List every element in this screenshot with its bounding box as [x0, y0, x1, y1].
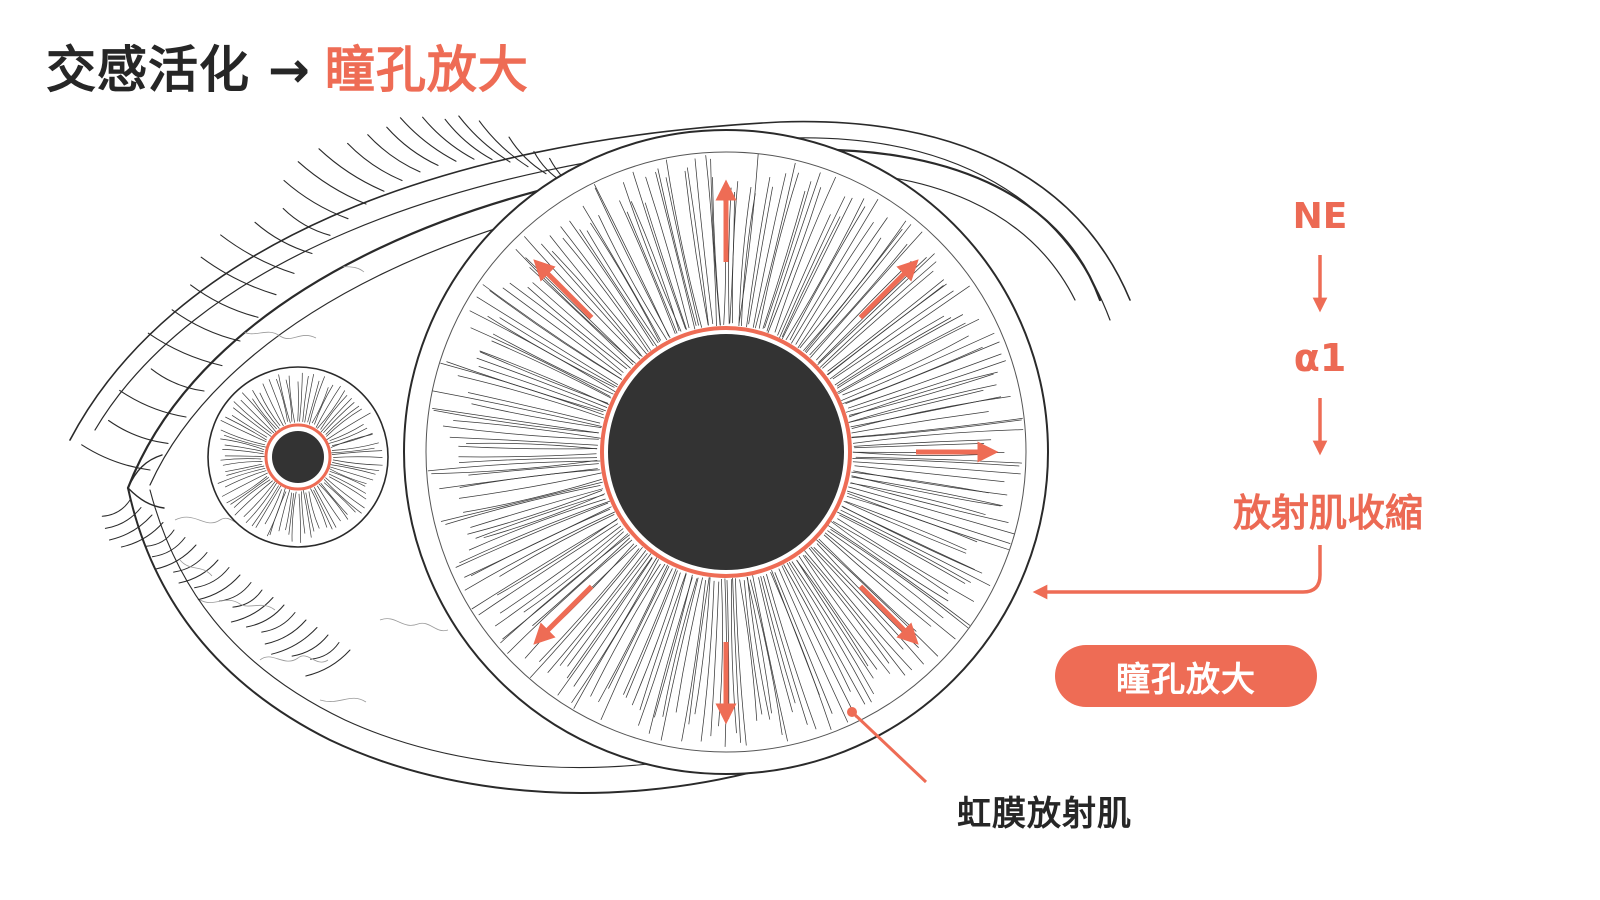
- radial-dilation-arrows: [533, 179, 999, 725]
- large-pupil: [608, 334, 844, 570]
- radial-arrow: [858, 584, 919, 645]
- flow-step-contraction: 放射肌收縮: [1232, 491, 1424, 535]
- title-main: 交感活化: [46, 41, 250, 99]
- flow-step-alpha1: α1: [1293, 336, 1347, 380]
- callout-line: [850, 710, 928, 784]
- small-iris-fibers: [217, 372, 383, 543]
- radial-arrow: [858, 259, 919, 320]
- result-badge: 瞳孔放大: [1055, 645, 1317, 707]
- large-iris-fibers: [427, 153, 1024, 747]
- title-arrow: →: [268, 41, 311, 99]
- inner-canthus: [127, 454, 165, 509]
- flow-step-ne: NE: [1292, 196, 1348, 237]
- iris-dilator-label: 虹膜放射肌: [957, 794, 1132, 834]
- radial-arrow: [533, 259, 594, 320]
- flow-connector: [1032, 545, 1322, 600]
- small-pupil: [272, 431, 324, 483]
- constricted-pupil-eye: [207, 366, 389, 548]
- lower-eyelashes: [101, 499, 351, 677]
- page-title: 交感活化 →瞳孔放大: [46, 30, 529, 102]
- large-iris-inner-edge: [425, 151, 1027, 753]
- title-result: 瞳孔放大: [324, 41, 529, 99]
- radial-arrow: [533, 584, 594, 645]
- upper-eyelid-crease: [69, 120, 1131, 441]
